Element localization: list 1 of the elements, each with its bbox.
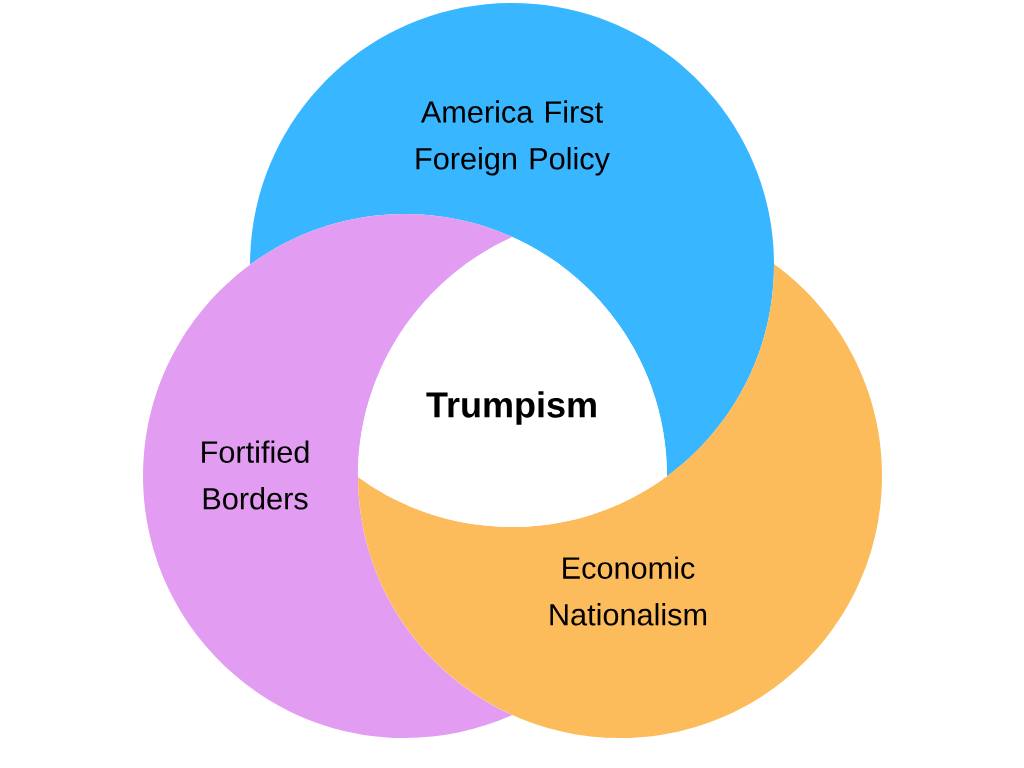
venn-centre: Trumpism bbox=[426, 391, 596, 425]
